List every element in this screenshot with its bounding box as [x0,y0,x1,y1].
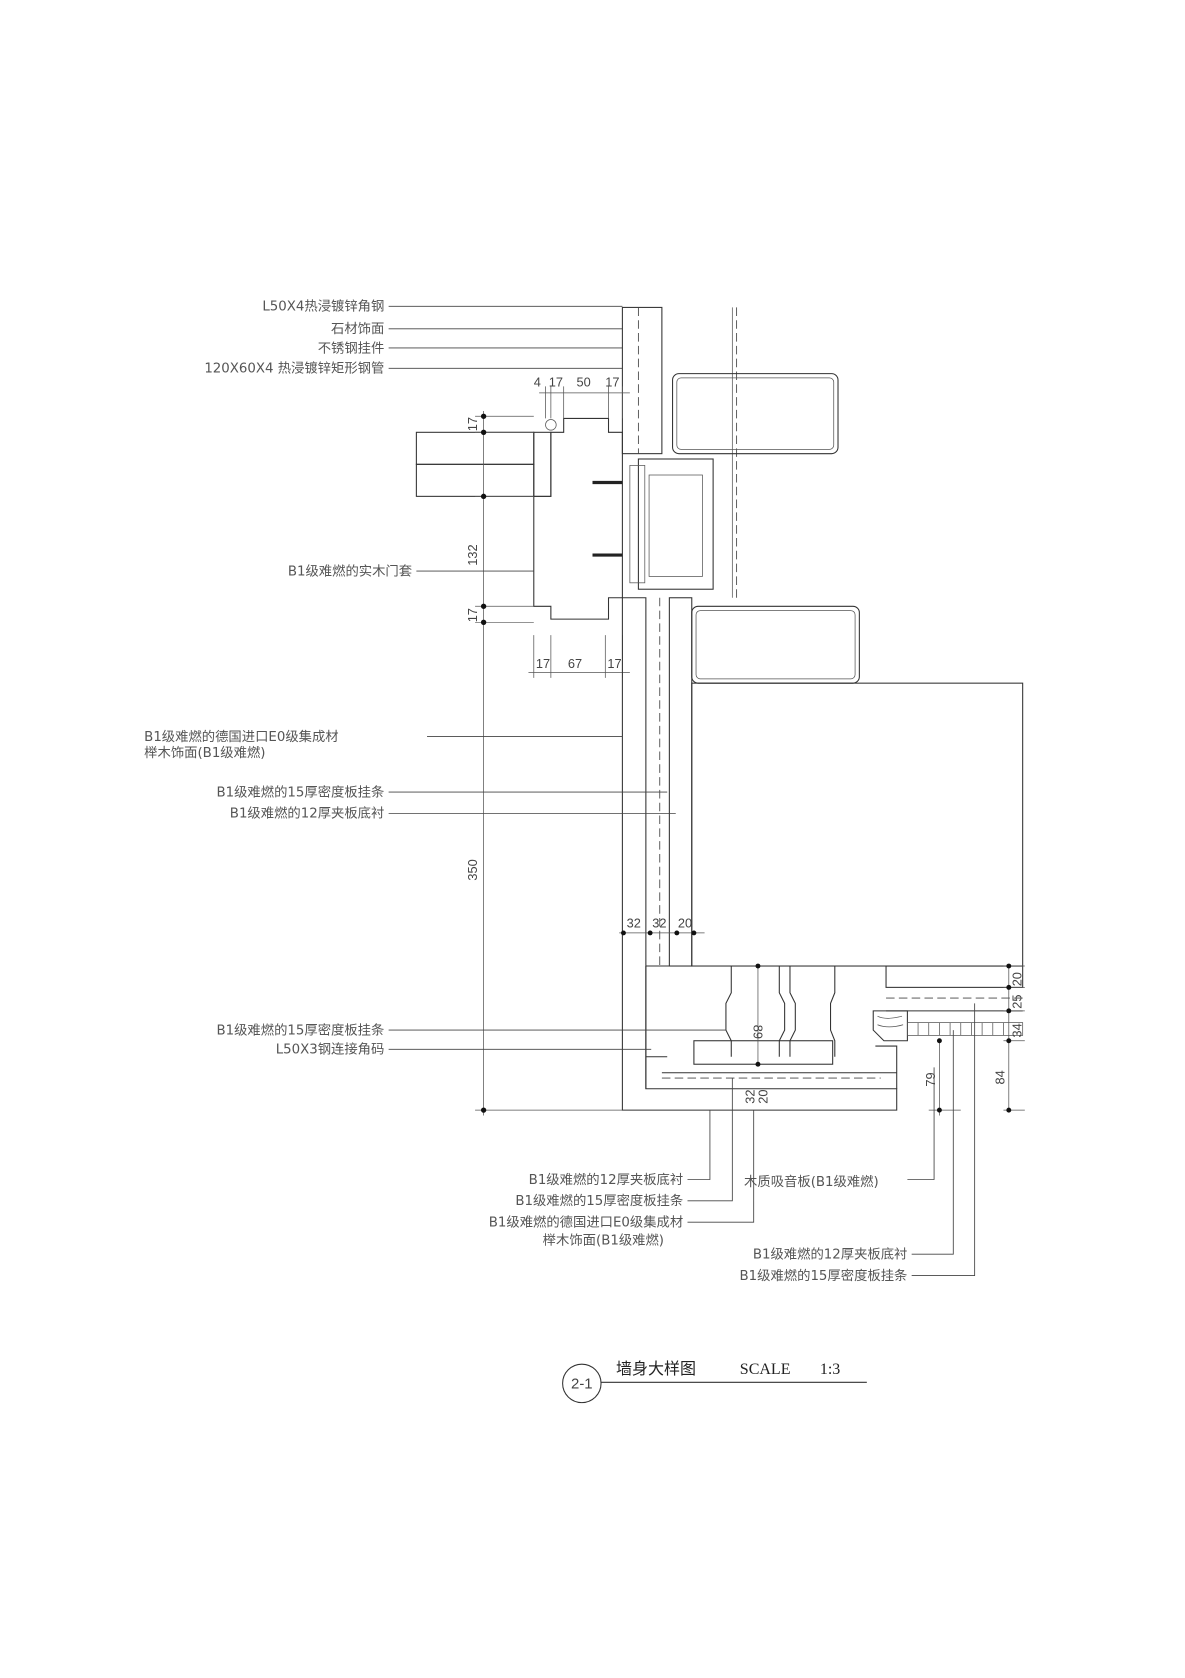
drawing-title-block: 2-1 墙身大样图 SCALE 1:3 [562,1359,867,1404]
svg-text:79: 79 [923,1072,938,1086]
svg-text:B1级难燃的15厚密度板挂条: B1级难燃的15厚密度板挂条 [216,1021,384,1038]
lower-left-labels: B1级难燃的15厚密度板挂条 L50X3钢连接角码 [216,1021,726,1058]
svg-text:67: 67 [568,656,582,671]
label-rect-steel-tube: 120X60X4 热浸镀锌矩形钢管 [204,360,384,377]
mdf-strip-bottom [693,1040,834,1065]
svg-text:50: 50 [576,374,590,389]
svg-text:L50X3钢连接角码: L50X3钢连接角码 [276,1041,385,1058]
acoustic-board-stack [872,965,1024,1042]
svg-text:17: 17 [465,608,480,622]
svg-text:17: 17 [605,374,619,389]
svg-text:榉木饰面(B1级难燃): 榉木饰面(B1级难燃) [543,1232,664,1249]
dim-right: 20 25 34 79 84 [923,963,1025,1116]
svg-text:89: 89 [751,1025,766,1039]
svg-text:B1级难燃的15厚密度板挂条: B1级难燃的15厚密度板挂条 [216,783,384,800]
plywood-backing [668,597,693,967]
svg-text:32: 32 [652,916,666,931]
drawing-title: 墙身大样图 [616,1359,696,1378]
dim-wall-layers: 32 32 20 [619,916,705,936]
steel-tube-upper [672,373,839,455]
svg-text:B1级难燃的德国进口E0级集成材: B1级难燃的德国进口E0级集成材 [489,1213,683,1230]
dim-below-casing: 17 67 17 [528,635,630,678]
svg-text:32: 32 [743,1089,758,1103]
bottom-labels: B1级难燃的12厚夹板底衬 B1级难燃的15厚密度板挂条 B1级难燃的德国进口E… [489,1003,976,1284]
svg-text:B1级难燃的12厚夹板底衬: B1级难燃的12厚夹板底衬 [230,805,385,822]
top-left-labels: L50X4热浸镀锌角钢 石材饰面 不锈钢挂件 120X60X4 热浸镀锌矩形钢管 [204,298,623,377]
detail-number: 2-1 [571,1376,593,1393]
svg-text:B1级难燃的15厚密度板挂条: B1级难燃的15厚密度板挂条 [515,1192,683,1209]
svg-text:20: 20 [756,1089,771,1103]
solid-wood-door-casing [533,417,623,620]
label-stainless-hanger: 不锈钢挂件 [318,340,385,356]
label-angle-steel: L50X4热浸镀锌角钢 [262,298,384,315]
svg-text:4: 4 [534,374,541,389]
svg-text:17: 17 [549,374,563,389]
scale-label: SCALE [740,1361,791,1378]
detail-number-circle [562,1363,602,1404]
mid-left-labels: B1级难燃的德国进口E0级集成材 榉木饰面(B1级难燃) B1级难燃的15厚密度… [144,728,676,822]
svg-text:B1级难燃的12厚夹板底衬: B1级难燃的12厚夹板底衬 [529,1171,684,1188]
svg-text:84: 84 [993,1070,1008,1084]
dim-top: 4 17 50 17 [534,374,630,419]
svg-text:17: 17 [465,417,480,431]
svg-text:32: 32 [627,916,641,931]
svg-text:20: 20 [1010,972,1025,986]
svg-text:132: 132 [465,544,480,565]
svg-text:木质吸音板(B1级难燃): 木质吸音板(B1级难燃) [744,1173,879,1190]
ceiling-box: 89 32 20 [645,963,1023,1104]
scale-value: 1:3 [820,1361,840,1378]
steel-tube-lower [691,605,860,684]
label-stone-finish: 石材饰面 [331,321,384,337]
svg-text:34: 34 [1010,1023,1025,1037]
svg-text:B1级难燃的12厚夹板底衬: B1级难燃的12厚夹板底衬 [753,1246,908,1263]
svg-text:25: 25 [1010,994,1025,1008]
concrete-structure [691,682,1024,967]
svg-text:B1级难燃的15厚密度板挂条: B1级难燃的15厚密度板挂条 [740,1267,908,1284]
stone-cladding [621,306,663,455]
beech-wood-finish-panel [621,597,898,1111]
svg-text:榉木饰面(B1级难燃): 榉木饰面(B1级难燃) [144,744,265,761]
svg-text:17: 17 [536,656,550,671]
svg-text:17: 17 [607,656,621,671]
svg-text:350: 350 [465,859,480,880]
label-door-casing: B1级难燃的实木门套 [288,562,412,579]
svg-text:B1级难燃的德国进口E0级集成材: B1级难燃的德国进口E0级集成材 [144,728,338,745]
door-leaf [415,419,557,497]
stainless-hanger [637,458,714,590]
dim-left-vertical: 17 132 17 350 [465,410,623,1116]
svg-text:20: 20 [678,916,692,931]
